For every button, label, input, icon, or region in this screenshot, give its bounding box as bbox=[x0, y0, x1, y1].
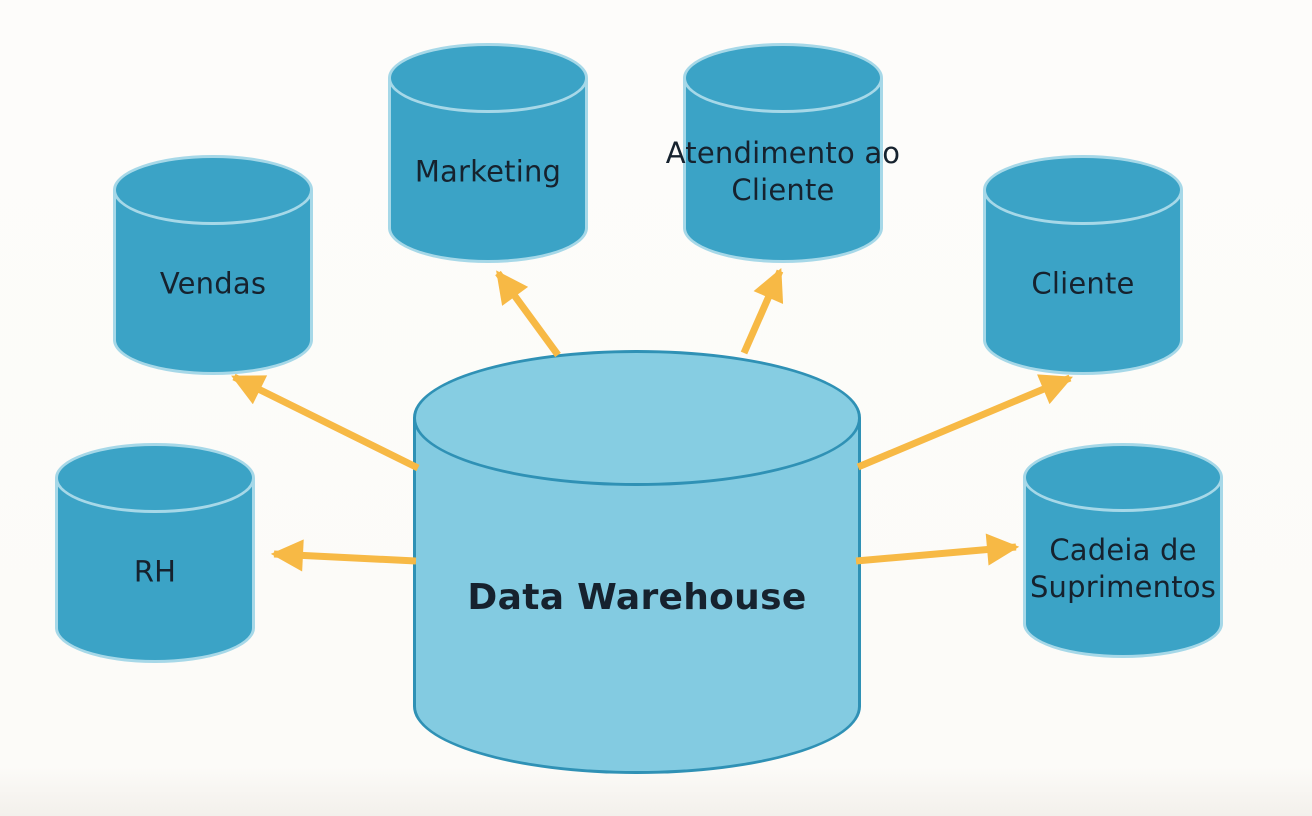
arrow-to-cadeia bbox=[855, 533, 1020, 566]
cylinder-top bbox=[683, 43, 883, 114]
node-vendas: Vendas bbox=[113, 155, 313, 375]
node-cliente: Cliente bbox=[983, 155, 1183, 375]
cylinder-top bbox=[413, 350, 861, 486]
cylinder-body bbox=[683, 78, 883, 263]
cylinder-top bbox=[113, 155, 313, 226]
node-label: Vendas bbox=[159, 266, 267, 301]
arrow-to-marketing bbox=[495, 270, 561, 358]
node-label: Data Warehouse bbox=[467, 576, 807, 618]
node-label: Cadeia de Suprimentos bbox=[1029, 532, 1217, 604]
arrow-to-vendas bbox=[231, 373, 420, 472]
node-label: RH bbox=[133, 554, 177, 589]
cylinder-top bbox=[388, 43, 588, 114]
node-data-warehouse: Data Warehouse bbox=[413, 350, 861, 774]
cylinder-top bbox=[55, 443, 255, 514]
arrow-to-atendimento bbox=[740, 268, 784, 355]
arrow-to-rh bbox=[270, 539, 417, 572]
node-label: Cliente bbox=[1031, 266, 1135, 301]
node-label: Marketing bbox=[414, 154, 562, 189]
node-marketing: Marketing bbox=[388, 43, 588, 263]
cylinder-top bbox=[983, 155, 1183, 226]
node-rh: RH bbox=[55, 443, 255, 663]
cylinder-top bbox=[1023, 443, 1223, 512]
node-cadeia-de-suprimentos: Cadeia de Suprimentos bbox=[1023, 443, 1223, 658]
node-atendimento-ao-cliente: Atendimento ao Cliente bbox=[666, 43, 900, 263]
node-label: Atendimento ao Cliente bbox=[665, 135, 901, 207]
